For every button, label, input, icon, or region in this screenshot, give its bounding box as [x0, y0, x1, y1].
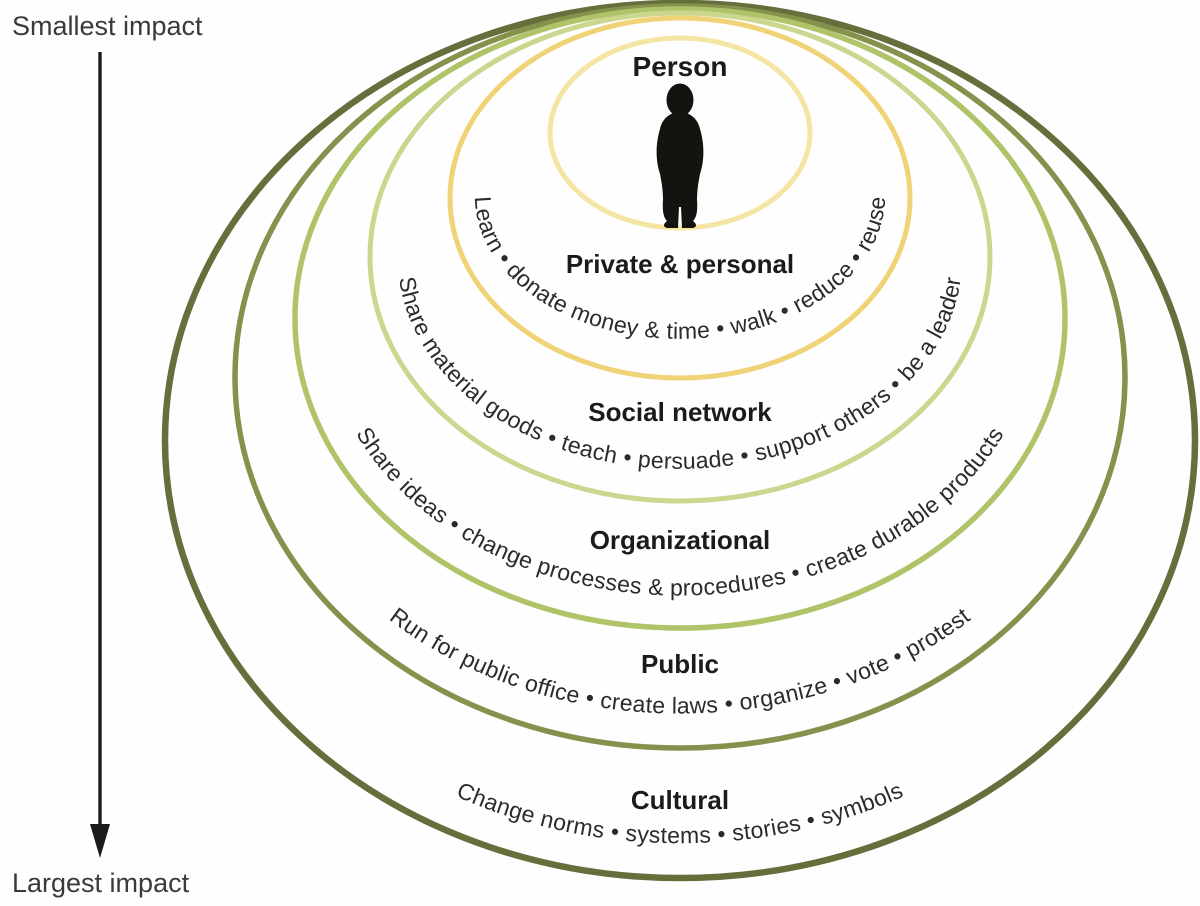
arrow-head-icon	[90, 824, 110, 858]
silhouette-head	[666, 83, 694, 117]
label-social-network: Social network	[588, 397, 772, 427]
label-organizational: Organizational	[590, 525, 771, 555]
ring-private-personal	[447, 15, 913, 381]
ring-organizational	[292, 6, 1068, 631]
person-silhouette-icon	[656, 83, 704, 228]
ring-person	[547, 35, 813, 231]
silhouette-body	[656, 112, 704, 228]
impact-scale-arrow	[90, 52, 110, 858]
ring-social-network	[367, 10, 993, 504]
label-cultural: Cultural	[631, 785, 729, 815]
smallest-impact-label: Smallest impact	[12, 11, 203, 41]
label-person: Person	[633, 51, 728, 82]
largest-impact-label: Largest impact	[12, 868, 190, 898]
ring-cultural	[161, 0, 1199, 882]
label-private-personal: Private & personal	[566, 249, 794, 279]
label-public: Public	[641, 649, 719, 679]
ring-public	[232, 3, 1128, 751]
